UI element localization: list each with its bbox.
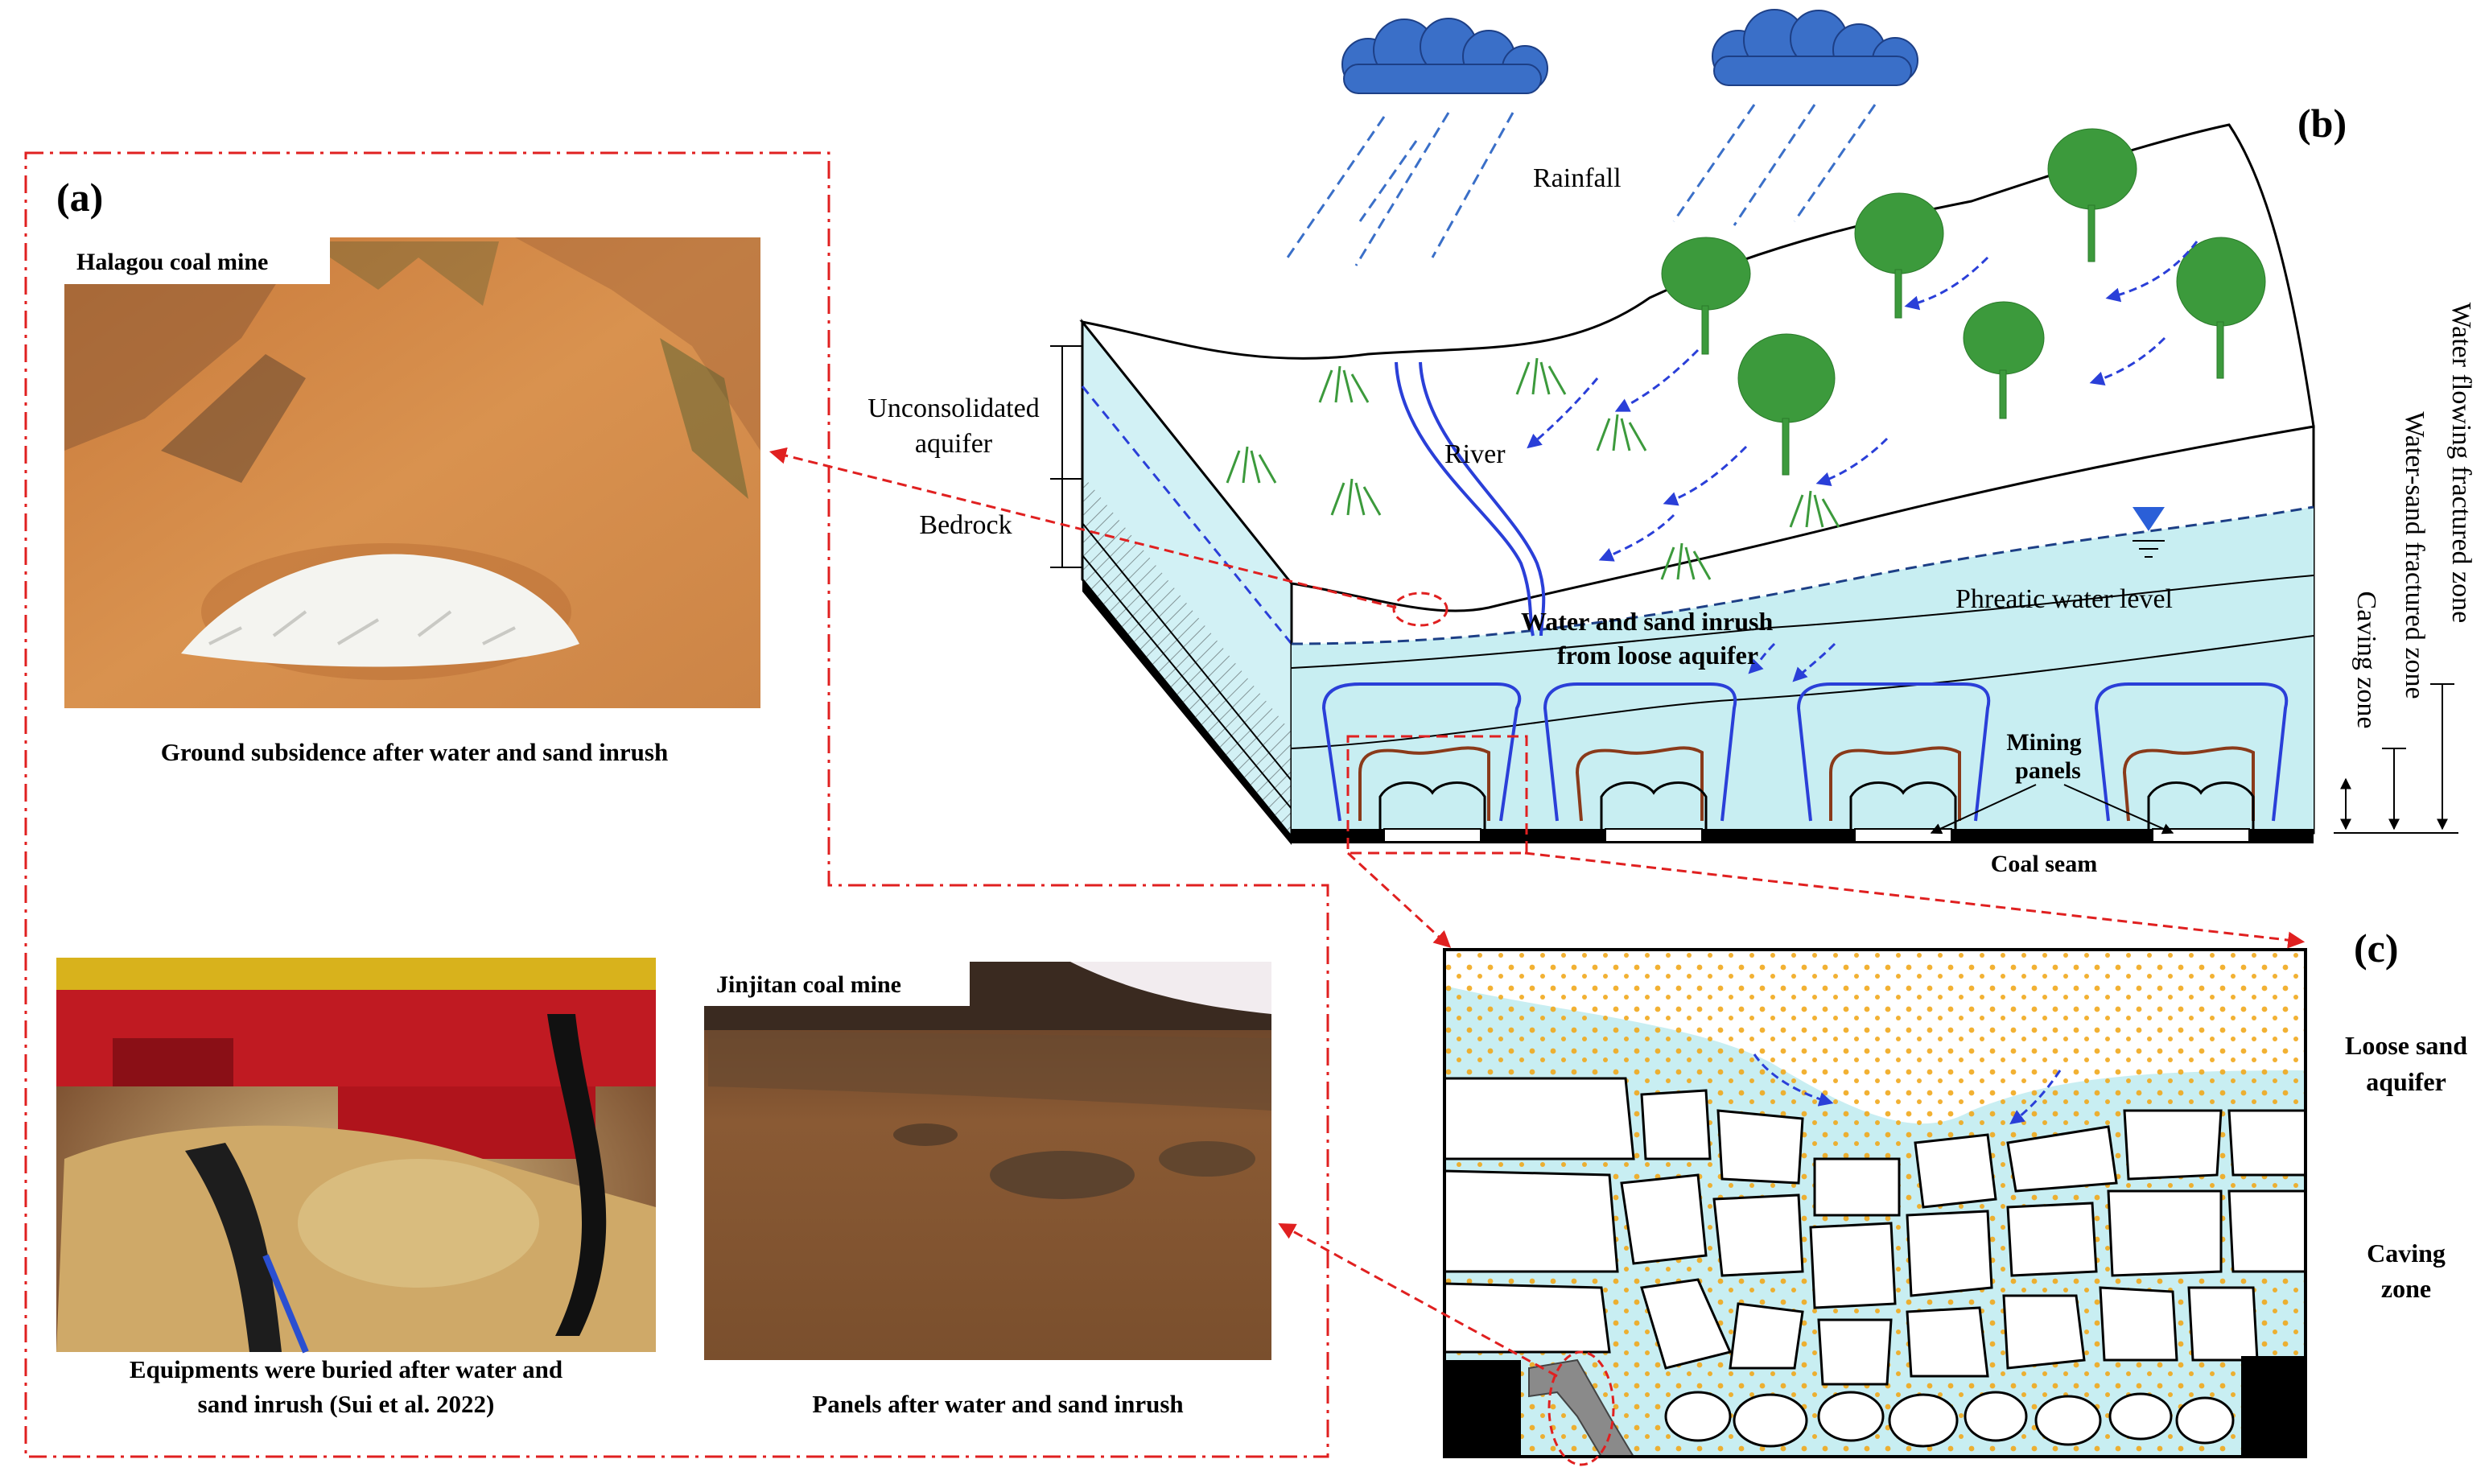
- caving-blocks: [1444, 1077, 2306, 1448]
- panel-a-frame: [24, 151, 1329, 1458]
- rain-icon: [1286, 104, 1877, 266]
- panel-b-label: (b): [2297, 101, 2347, 146]
- river-label: River: [1444, 439, 1506, 469]
- layer-dimension-markers: [1050, 345, 1082, 568]
- tree-icon: [1661, 128, 2266, 476]
- inrush-label-line2: from loose aquifer: [1557, 641, 1758, 670]
- inrush-label-line1: Water and sand inrush: [1521, 607, 1774, 636]
- mining-panels-line2: panels: [2015, 757, 2081, 784]
- caving-line2: zone: [2381, 1274, 2431, 1303]
- grass-icon: [1226, 357, 1840, 580]
- connector-arrows: [769, 447, 2306, 1378]
- coal-pillar-right: [2241, 1356, 2306, 1457]
- panel-b: (b) Rainfall: [867, 9, 2476, 877]
- panel-c: (c): [1443, 925, 2467, 1466]
- photo-buried-caption-line1: Equipments were buried after water and: [130, 1355, 562, 1383]
- photo-buried-caption-line2: sand inrush (Sui et al. 2022): [198, 1390, 495, 1418]
- river-icon: [1395, 361, 1546, 637]
- zone-caving-label: Caving zone: [2351, 592, 2381, 729]
- cloud-icon: [1341, 18, 1548, 94]
- mining-panel-icon: [1383, 828, 2250, 843]
- photo-jinjitan: Jinjitan coal mine: [704, 962, 1271, 1360]
- rainfall-label: Rainfall: [1533, 163, 1622, 193]
- photo-halagou-caption: Ground subsidence after water and sand i…: [161, 738, 668, 766]
- cloud-icon: [1712, 9, 1918, 86]
- water-table-icon: [2133, 507, 2165, 558]
- photo-halagou: Halagou coal mine: [64, 237, 760, 708]
- highlight-circle: [1392, 592, 1448, 627]
- support-equipment-icon: [1528, 1358, 1635, 1457]
- phreatic-label: Phreatic water level: [1955, 584, 2173, 614]
- mining-panels-line1: Mining: [2006, 729, 2081, 756]
- photo-jinjitan-caption: Panels after water and sand inrush: [812, 1390, 1183, 1418]
- highlight-box: [1346, 735, 1528, 855]
- flow-arrow-icon: [1753, 1053, 2062, 1125]
- flow-arrow-icon: [1527, 241, 2198, 682]
- loose-sand-line1: Loose sand: [2345, 1031, 2467, 1060]
- photo-buried-equipment: [56, 958, 656, 1354]
- zone-dimension-markers: [2334, 683, 2458, 834]
- panel-a: (a) Halagou coal mine Ground subsidence …: [24, 151, 1329, 1458]
- panel-c-frame: [1443, 948, 2307, 1458]
- coal-seam-label: Coal seam: [1991, 851, 2097, 877]
- caving-line1: Caving: [2367, 1239, 2446, 1268]
- zone-flowing-label: Water flowing fractured zone: [2446, 303, 2476, 623]
- coal-pillar-left: [1444, 1360, 1521, 1457]
- bedrock-label: Bedrock: [919, 510, 1012, 540]
- unconsolidated-line2: aquifer: [915, 429, 993, 459]
- panel-a-label: (a): [56, 175, 103, 220]
- panel-c-label: (c): [2354, 925, 2399, 971]
- loose-sand-line2: aquifer: [2366, 1067, 2446, 1096]
- zone-water-sand-label: Water-sand fractured zone: [2400, 411, 2429, 699]
- unconsolidated-line1: Unconsolidated: [867, 394, 1039, 423]
- highlight-circle-c: [1547, 1350, 1615, 1466]
- photo-halagou-tag: Halagou coal mine: [76, 249, 268, 275]
- fractured-zones: [1321, 682, 2289, 829]
- photo-jinjitan-tag: Jinjitan coal mine: [716, 971, 901, 998]
- ground-surface: [1079, 123, 2315, 612]
